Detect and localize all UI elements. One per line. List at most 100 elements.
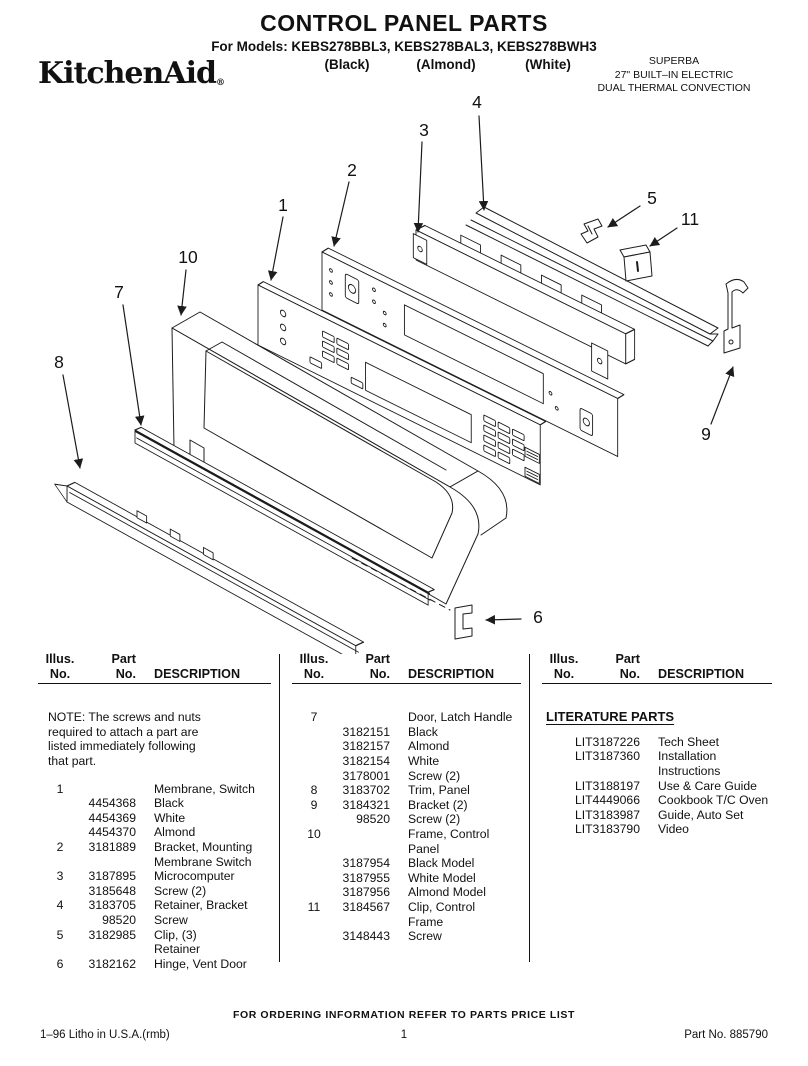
cell-illus	[542, 749, 570, 764]
exploded-parts-diagram: 1 2 3 4 5 11 10 7 8 9 6	[54, 92, 749, 654]
cell-illus: 1	[56, 781, 64, 796]
product-line-1: SUPERBA	[648, 55, 700, 67]
cell-illus: 10	[307, 826, 321, 841]
cell-illus	[542, 793, 570, 808]
callout-4: 4	[472, 92, 482, 112]
parts-table-column-3: Illus. Part No. No. DESCRIPTION LITERATU…	[542, 652, 772, 837]
ordering-note: FOR ORDERING INFORMATION REFER TO PARTS …	[232, 1009, 576, 1021]
cell-part: LIT3188197	[574, 778, 640, 793]
cell-part: 3182985	[88, 927, 136, 942]
table-divider-1	[279, 654, 281, 962]
cell-illus	[38, 884, 82, 899]
cell-part	[336, 710, 396, 725]
part-11-clip-shape	[619, 244, 653, 282]
color-label-almond: (Almond)	[416, 57, 476, 72]
part-3-microcomputer-shape	[412, 224, 636, 380]
cell-part: 3182154	[342, 753, 390, 768]
cell-part: 3184321	[342, 797, 390, 812]
product-line-2: 27" BUILT–IN ELECTRIC	[614, 68, 734, 81]
kitchenaid-logo: KitchenAid®	[38, 56, 225, 91]
cell-illus	[542, 779, 570, 794]
callout-9: 9	[701, 424, 711, 444]
cell-part	[336, 915, 396, 930]
table-row: Instructions	[542, 764, 772, 779]
cell-illus	[292, 871, 336, 886]
callout-11: 11	[681, 209, 699, 229]
cell-part: LIT3187226	[574, 734, 640, 749]
cell-illus	[38, 913, 82, 928]
cell-desc: Trim, Panel	[408, 783, 470, 798]
cell-desc: Hinge, Vent Door	[154, 956, 247, 971]
cell-illus	[542, 735, 570, 750]
table-row: 2 3181889 Bracket, Mounting	[38, 840, 271, 855]
color-label-white: (White)	[525, 57, 571, 72]
cell-illus: 2	[56, 839, 64, 854]
cell-desc: Bracket (2)	[408, 797, 468, 812]
cell-desc: Tech Sheet	[658, 734, 719, 749]
cell-desc: Installation	[658, 749, 717, 764]
cell-desc: Microcomputer	[154, 869, 235, 884]
cell-desc: Screw	[154, 912, 188, 927]
cell-part: 3181889	[88, 839, 136, 854]
cell-desc: Video	[658, 822, 689, 837]
callout-6: 6	[533, 607, 543, 627]
table-header: Illus. Part No. No. DESCRIPTION	[292, 652, 521, 685]
cell-part: 3187955	[342, 870, 390, 885]
cell-part: 4454369	[88, 810, 136, 825]
header-illus-no: No.	[303, 666, 325, 681]
header-part: Part	[615, 652, 641, 666]
part-8-trim-shape	[54, 481, 365, 654]
cell-part: 3183702	[342, 783, 390, 798]
cell-desc: Guide, Auto Set	[658, 807, 744, 822]
cell-desc: Clip, (3)	[154, 927, 197, 942]
cell-desc: Use & Care Guide	[658, 778, 757, 793]
cell-part: 4454368	[88, 796, 136, 811]
literature-parts-heading: LITERATURE PARTS	[546, 709, 675, 725]
cell-part: 3148443	[342, 929, 390, 944]
header-part-no: No.	[115, 666, 136, 681]
cell-illus	[292, 754, 336, 769]
table-row: LIT3188197 Use & Care Guide	[542, 779, 772, 794]
cell-illus: 7	[310, 710, 318, 725]
cell-desc: Retainer, Bracket	[154, 898, 248, 913]
cell-illus	[292, 812, 336, 827]
header-description: DESCRIPTION	[154, 666, 241, 681]
header-part: Part	[111, 652, 137, 666]
table-row: Frame	[292, 915, 521, 930]
cell-desc: Screw	[408, 929, 442, 944]
part-1-membrane-panel-shape	[257, 281, 547, 486]
cell-illus	[292, 739, 336, 754]
cell-desc: Almond	[408, 739, 450, 754]
cell-desc: Membrane Switch	[154, 854, 252, 869]
header-part: Part	[365, 652, 391, 666]
cell-desc: Screw (2)	[408, 812, 461, 827]
header-part-no: No.	[369, 666, 390, 681]
header-part-no: No.	[619, 666, 640, 681]
registered-mark: ®	[215, 78, 225, 88]
header-illus-no: No.	[553, 666, 575, 681]
cell-illus	[292, 769, 336, 784]
cell-part	[336, 842, 396, 857]
cell-part	[82, 942, 142, 957]
cell-part: 98520	[102, 912, 136, 927]
cell-desc: Almond Model	[408, 885, 486, 900]
cell-desc: Bracket, Mounting	[154, 839, 253, 854]
table-row: Membrane Switch	[38, 855, 271, 870]
callout-10: 10	[178, 247, 198, 267]
table-header: Illus. Part No. No. DESCRIPTION	[542, 652, 772, 685]
table-row: Panel	[292, 842, 521, 857]
